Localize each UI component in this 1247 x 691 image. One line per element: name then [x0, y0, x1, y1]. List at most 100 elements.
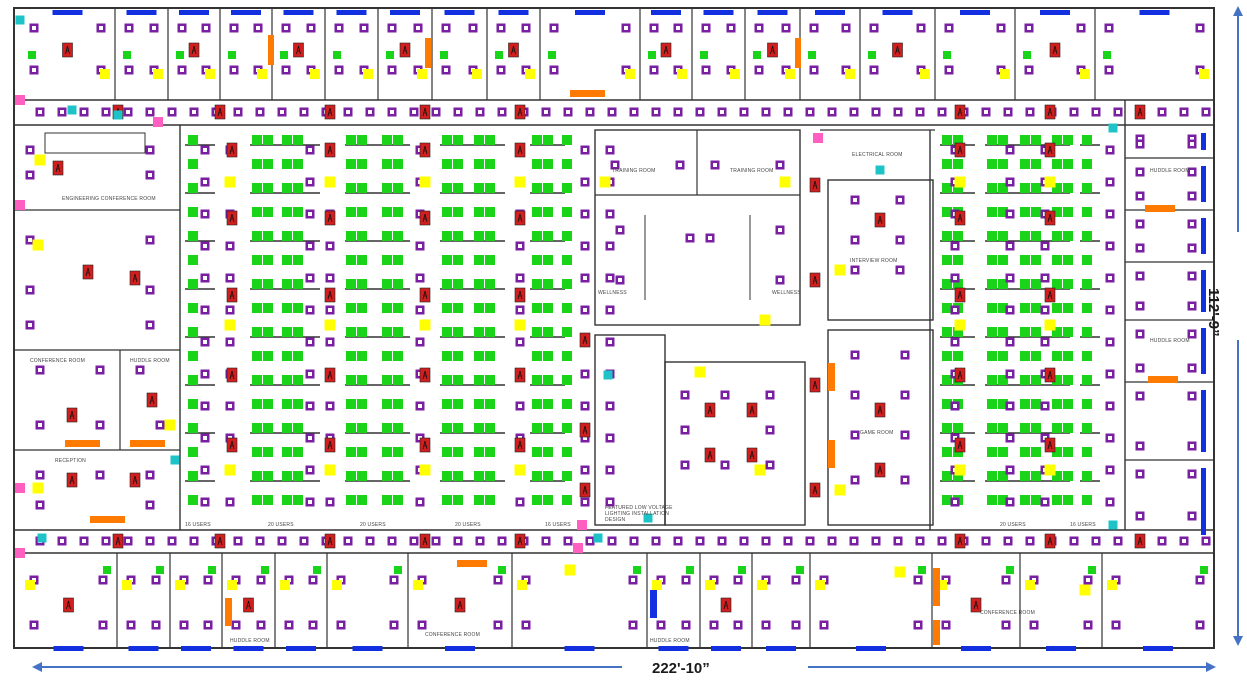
- exterior-wall: [13, 7, 1215, 649]
- antenna-glyph: [457, 600, 463, 610]
- access-point-icon: [1044, 533, 1056, 549]
- ceiling-device-center: [228, 308, 232, 312]
- ceiling-device-center: [308, 148, 312, 152]
- access-point-icon: [514, 287, 526, 303]
- workstation-desk: [188, 135, 198, 145]
- yellow-marker: [324, 464, 336, 476]
- yellow-marker: [324, 176, 336, 188]
- workstation-desk: [998, 495, 1008, 505]
- ceiling-device-center: [1008, 340, 1012, 344]
- ceiling-device-center: [898, 268, 902, 272]
- ceiling-device-center: [1043, 500, 1047, 504]
- workstation-desk: [263, 159, 273, 169]
- ceiling-device-center: [984, 539, 988, 543]
- antenna-glyph: [582, 485, 588, 495]
- ceiling-device-center: [608, 404, 612, 408]
- workstation-desk: [1082, 423, 1092, 433]
- workstation-desk: [346, 303, 356, 313]
- workstation-desk: [1063, 279, 1073, 289]
- ceiling-device-center: [152, 26, 156, 30]
- ceiling-device-center: [203, 148, 207, 152]
- workstation-desk: [1063, 423, 1073, 433]
- ceiling-device-center: [203, 212, 207, 216]
- window-bar: [336, 10, 367, 15]
- workstation-desk: [485, 495, 495, 505]
- access-point-icon: [954, 142, 966, 158]
- ceiling-device-center: [1182, 539, 1186, 543]
- workstation-desk: [282, 351, 292, 361]
- workstation-desk: [942, 207, 952, 217]
- workstation-desk: [453, 159, 463, 169]
- dimension-arrows: [32, 6, 1243, 672]
- ceiling-device-center: [583, 276, 587, 280]
- ceiling-device-center: [583, 372, 587, 376]
- ceiling-device-center: [444, 68, 448, 72]
- ceiling-device-center: [1198, 26, 1202, 30]
- antenna-glyph: [422, 145, 428, 155]
- workstation-desk: [987, 375, 997, 385]
- workstation-desk: [252, 375, 262, 385]
- ceiling-device-center: [624, 26, 628, 30]
- access-point-icon: [399, 42, 411, 58]
- workstation-desk: [252, 471, 262, 481]
- ceiling-device-center: [38, 110, 42, 114]
- workstation-desk: [1031, 375, 1041, 385]
- workstation-desk: [1063, 159, 1073, 169]
- access-point-icon: [514, 210, 526, 226]
- workstation-desk: [1082, 351, 1092, 361]
- workstation-desk: [998, 135, 1008, 145]
- yellow-marker: [100, 69, 110, 79]
- ceiling-device-center: [148, 238, 152, 242]
- yellow-marker: [754, 464, 766, 476]
- ceiling-device-center: [1108, 404, 1112, 408]
- ceiling-device-center: [1008, 244, 1012, 248]
- ceiling-device-center: [434, 539, 438, 543]
- ceiling-device-center: [736, 623, 740, 627]
- ceiling-device-center: [284, 26, 288, 30]
- workstation-desk: [1063, 351, 1073, 361]
- desk-marker: [808, 51, 816, 59]
- access-point-icon: [324, 287, 336, 303]
- yellow-marker: [564, 564, 576, 576]
- workstation-desk: [252, 447, 262, 457]
- workstation-desk: [485, 135, 495, 145]
- ceiling-device-center: [1027, 68, 1031, 72]
- ceiling-device-center: [552, 68, 556, 72]
- workstation-desk: [442, 471, 452, 481]
- workstation-desk: [485, 303, 495, 313]
- antenna-glyph: [895, 45, 900, 55]
- workstation-desk: [382, 351, 392, 361]
- workstation-desk: [562, 399, 572, 409]
- workstation-desk: [252, 423, 262, 433]
- room-label-huddle-bottom: HUDDLE ROOM: [230, 638, 270, 644]
- ceiling-device-center: [1190, 274, 1194, 278]
- workstation-desk: [562, 135, 572, 145]
- workstation-desk: [263, 423, 273, 433]
- ceiling-device-center: [896, 110, 900, 114]
- workstation-desk: [1020, 279, 1030, 289]
- workstation-desk: [382, 423, 392, 433]
- desk-marker: [394, 566, 402, 574]
- workstation-desk: [357, 279, 367, 289]
- workstation-desk: [1031, 159, 1041, 169]
- workstation-desk: [1031, 447, 1041, 457]
- workstation-desk: [1052, 471, 1062, 481]
- workstation-desk: [453, 471, 463, 481]
- ceiling-device-center: [684, 623, 688, 627]
- workstation-desk: [987, 207, 997, 217]
- arrowhead-left: [32, 662, 42, 672]
- ceiling-device-center: [1028, 539, 1032, 543]
- workstation-desk: [562, 375, 572, 385]
- access-point-icon: [62, 42, 73, 58]
- window-bar: [233, 646, 264, 651]
- workstation-desk: [942, 399, 952, 409]
- workstation-desk: [293, 303, 303, 313]
- ceiling-device-center: [1108, 180, 1112, 184]
- workstation-desk: [485, 399, 495, 409]
- yellow-marker: [954, 319, 966, 331]
- workstation-desk: [998, 447, 1008, 457]
- workstation-desk: [474, 375, 484, 385]
- desk-marker: [633, 566, 641, 574]
- ceiling-device-center: [126, 110, 130, 114]
- ceiling-device-center: [32, 68, 36, 72]
